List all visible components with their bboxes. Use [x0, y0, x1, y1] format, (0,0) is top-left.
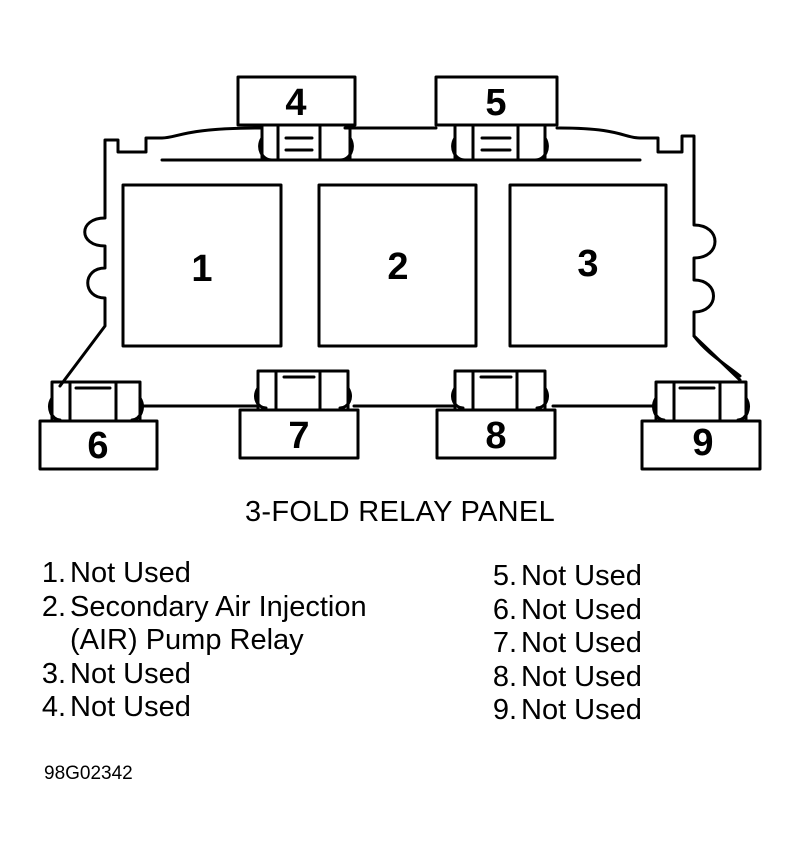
legend-item: 7.Not Used: [481, 627, 642, 661]
slot-2-label: 2: [387, 246, 408, 288]
legend-item: 9.Not Used: [481, 694, 642, 728]
legend-item: 4.Not Used: [30, 691, 367, 725]
connector-4-box: [236, 75, 357, 127]
connector-9-label: 9: [692, 422, 713, 464]
slot-1-outline: [121, 183, 283, 348]
legend-item-text: Not Used: [521, 627, 642, 659]
legend-item: 3.Not Used: [30, 658, 367, 692]
legend-item-continuation: (AIR) Pump Relay: [70, 624, 304, 656]
slot-2-outline: [317, 183, 478, 348]
legend-item: 6.Not Used: [481, 594, 642, 628]
connector-6-box: [38, 419, 159, 471]
legend-item: 2.Secondary Air Injection: [30, 591, 367, 625]
legend-item-number: 8.: [492, 660, 517, 693]
connector-6-latch: [48, 380, 144, 423]
connector-8-box: [435, 408, 557, 460]
connector-5-label: 5: [485, 82, 506, 124]
legend-item: 1.Not Used: [30, 557, 367, 591]
panel-body-outline: [58, 126, 742, 408]
slot-3-label: 3: [577, 243, 598, 285]
connector-6-label: 6: [87, 425, 108, 467]
connector-5-box: [434, 75, 559, 127]
legend-item-number: 3.: [41, 657, 66, 690]
slot-1-label: 1: [191, 248, 212, 290]
relay-panel-diagram: 1 2 3 4 5 6 7 8 9: [38, 75, 762, 471]
legend-item-number: 1.: [41, 557, 66, 589]
connector-8-latch: [451, 369, 549, 412]
connector-9-latch: [652, 380, 750, 423]
legend-item-number: 9.: [492, 694, 517, 726]
legend-item-text: Not Used: [70, 691, 191, 723]
connector-7-box: [238, 408, 360, 460]
connector-7-label: 7: [288, 415, 309, 457]
connector-4-latch: [258, 123, 354, 162]
legend-item-number: 7.: [492, 627, 517, 659]
diagram-caption: 3-FOLD RELAY PANEL: [244, 496, 555, 528]
legend-item-number: 2.: [41, 590, 66, 623]
legend-item-number: 5.: [492, 560, 517, 592]
legend-item-number: 6.: [492, 593, 517, 626]
legend-item-text: Not Used: [521, 593, 642, 626]
legend-item-text: Not Used: [521, 660, 642, 693]
legend-item-number: 4.: [41, 691, 66, 723]
legend-item-text: Not Used: [70, 657, 191, 690]
connector-4-label: 4: [285, 82, 306, 124]
legend-item-text: Not Used: [521, 694, 642, 726]
legend-item-text: Secondary Air Injection: [70, 590, 367, 623]
legend-item-text: Not Used: [521, 560, 642, 592]
slot-3-outline: [508, 183, 668, 348]
connector-5-latch: [451, 123, 549, 162]
figure-id: 98G02342: [44, 763, 133, 784]
legend-item: 5.Not Used: [481, 560, 642, 594]
connector-8-label: 8: [485, 415, 506, 457]
panel-body-bottom-right: [692, 334, 742, 378]
connector-9-box: [640, 419, 762, 471]
connector-7-latch: [254, 369, 352, 412]
legend-item: 8.Not Used: [481, 661, 642, 695]
legend-item-text: Not Used: [70, 557, 191, 589]
